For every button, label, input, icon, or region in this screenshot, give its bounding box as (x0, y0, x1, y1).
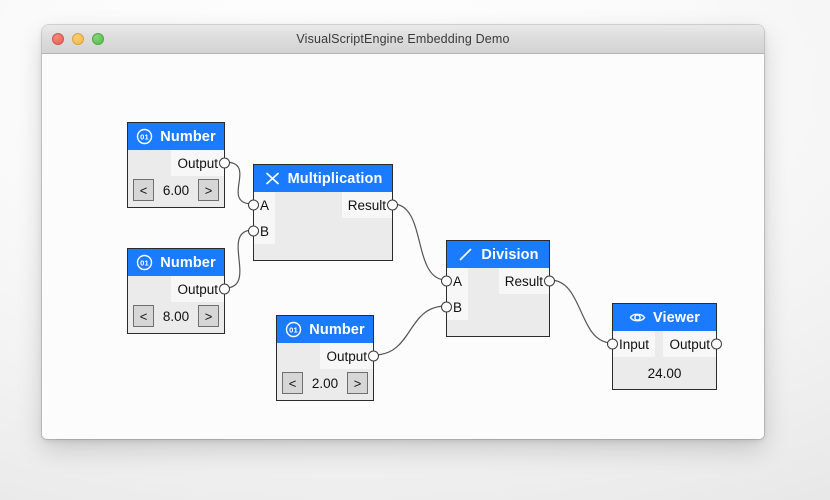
output-connector-division-Result[interactable] (544, 275, 555, 287)
output-slot-label[interactable]: Result (341, 192, 392, 218)
decrement-button[interactable]: < (133, 305, 154, 327)
node-filler (447, 320, 549, 336)
window-title: VisualScriptEngine Embedding Demo (296, 32, 510, 46)
input-slot-label[interactable]: B (447, 294, 469, 320)
node-filler (254, 244, 392, 260)
output-connector-number1-Output[interactable] (219, 157, 230, 169)
node-header-multiplication[interactable]: Multiplication (254, 165, 392, 192)
window-controls (52, 25, 104, 53)
slot-row: Input Output (607, 331, 722, 357)
slot-spacer (275, 192, 342, 218)
node-title-viewer: Viewer (652, 309, 701, 326)
output-connector-number2-Output[interactable] (219, 283, 230, 295)
svg-text:01: 01 (140, 133, 149, 142)
slot-spacer (128, 150, 171, 176)
maximize-button[interactable] (92, 33, 104, 45)
number-01-icon: 01 (285, 321, 302, 338)
slot-spacer (468, 294, 549, 320)
input-connector-multiplication-A[interactable] (248, 199, 259, 211)
node-header-number2[interactable]: 01 Number (128, 249, 224, 276)
node-header-number1[interactable]: 01 Number (128, 123, 224, 150)
wire-multiplication-Result-to-division-A[interactable] (392, 203, 447, 281)
input-connector-division-B[interactable] (441, 301, 452, 313)
output-slot-label[interactable]: Output (171, 150, 224, 176)
number-value[interactable]: 8.00 (162, 308, 190, 324)
slot-row: B (248, 218, 392, 244)
slot-spacer (277, 343, 320, 369)
svg-text:01: 01 (140, 259, 149, 268)
input-connector-division-A[interactable] (441, 275, 452, 287)
output-slot-label[interactable]: Output (320, 343, 373, 369)
increment-button[interactable]: > (198, 179, 219, 201)
number-01-icon: 01 (136, 128, 153, 145)
wire-division-Result-to-viewer-Input[interactable] (549, 279, 613, 344)
input-slot-label[interactable]: Input (613, 331, 656, 357)
number-stepper-number1: <6.00 > (128, 176, 224, 207)
window-titlebar[interactable]: VisualScriptEngine Embedding Demo (42, 25, 764, 54)
input-connector-viewer-Input[interactable] (607, 338, 618, 350)
node-title-number2: Number (160, 254, 216, 271)
node-header-division[interactable]: Division (447, 241, 549, 268)
node-body-number1: Output <6.00 > (128, 150, 230, 207)
output-connector-number3-Output[interactable] (368, 350, 379, 362)
input-slot-label[interactable]: A (447, 268, 469, 294)
slot-row: Output (277, 343, 379, 369)
number-value[interactable]: 2.00 (311, 375, 339, 391)
number-stepper-number3: <2.00 > (277, 369, 373, 400)
node-title-number3: Number (309, 321, 365, 338)
svg-text:01: 01 (289, 326, 298, 335)
node-title-division: Division (481, 246, 539, 263)
output-slot-label[interactable]: Result (498, 268, 549, 294)
viewer-display-value: 24.00 (613, 357, 716, 389)
wire-number2-Output-to-multiplication-B[interactable] (224, 229, 254, 289)
decrement-button[interactable]: < (282, 372, 303, 394)
wire-number3-Output-to-division-B[interactable] (373, 305, 447, 356)
node-title-number1: Number (160, 128, 216, 145)
minimize-button[interactable] (72, 33, 84, 45)
node-header-viewer[interactable]: Viewer (613, 304, 716, 331)
input-slot-label[interactable]: A (254, 192, 276, 218)
slot-row: Output (128, 150, 230, 176)
node-body-number3: Output <2.00 > (277, 343, 379, 400)
wire-number1-Output-to-multiplication-A[interactable] (224, 161, 254, 205)
slot-spacer (275, 218, 392, 244)
output-connector-viewer-Output[interactable] (711, 338, 722, 350)
increment-button[interactable]: > (198, 305, 219, 327)
number-value[interactable]: 6.00 (162, 182, 190, 198)
close-button[interactable] (52, 33, 64, 45)
input-slot-label[interactable]: B (254, 218, 276, 244)
input-connector-multiplication-B[interactable] (248, 225, 259, 237)
slot-row: A Result (248, 192, 398, 218)
decrement-button[interactable]: < (133, 179, 154, 201)
output-slot-label[interactable]: Output (663, 331, 716, 357)
slot-row: Output (128, 276, 230, 302)
number-stepper-number2: <8.00 > (128, 302, 224, 333)
slot-spacer (128, 276, 171, 302)
output-connector-multiplication-Result[interactable] (387, 199, 398, 211)
node-body-number2: Output <8.00 > (128, 276, 230, 333)
eye-icon (629, 309, 646, 326)
slot-spacer (655, 331, 663, 357)
increment-button[interactable]: > (347, 372, 368, 394)
output-slot-label[interactable]: Output (171, 276, 224, 302)
slot-row: A Result (441, 268, 555, 294)
multiply-icon (264, 170, 281, 187)
slot-row: B (441, 294, 549, 320)
number-01-icon: 01 (136, 254, 153, 271)
node-header-number3[interactable]: 01 Number (277, 316, 373, 343)
slot-spacer (468, 268, 499, 294)
node-title-multiplication: Multiplication (287, 170, 383, 187)
divide-slash-icon (457, 246, 474, 263)
